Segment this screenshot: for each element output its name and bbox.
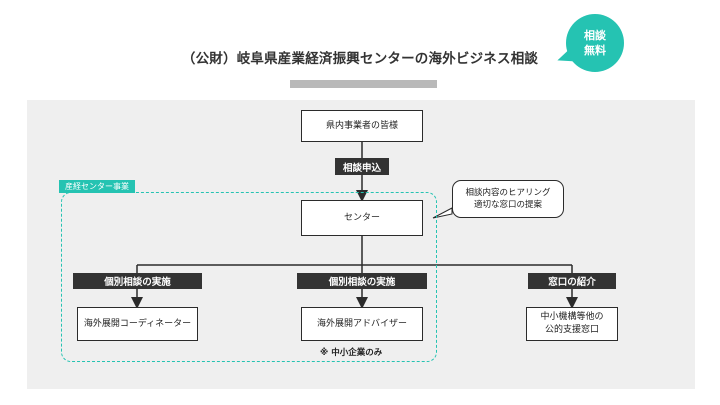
branch3-box-line2: 公的支援窓口 [544,325,599,335]
center-box: センター [301,200,423,236]
badge-line1: 相談 [584,29,606,42]
section-tag: 産経センター事業 [59,180,135,193]
request-label-text: 相談申込 [342,162,381,174]
branch3-label-text: 窓口の紹介 [548,277,596,288]
page-title: （公財）岐阜県産業経済振興センターの海外ビジネス相談 [181,51,539,67]
title-underline [290,80,437,88]
sme-only-note: ※ 中小企業のみ [320,348,383,358]
branch1-label-text: 個別相談の実施 [104,277,171,288]
businesses-box: 県内事業者の皆様 [301,110,423,142]
branch3-box-line1: 中小機構等他の [540,312,604,322]
center-project-boundary [61,192,437,362]
badge-line2: 無料 [584,44,606,57]
branch3-label: 窓口の紹介 [528,273,616,289]
branch3-box: 中小機構等他の 公的支援窓口 [526,307,618,341]
branch2-box-text: 海外展開アドバイザー [316,318,407,329]
request-label: 相談申込 [335,158,389,175]
branch2-label-text: 個別相談の実施 [328,277,396,288]
businesses-label: 県内事業者の皆様 [325,120,398,131]
callout-line1: 相談内容のヒアリング [465,188,551,198]
free-consultation-badge: 相談 無料 [566,14,624,72]
branch1-box-text: 海外展開コーディネーター [83,318,192,329]
callout-line2: 適切な窓口の提案 [473,200,542,210]
branch1-box: 海外展開コーディネーター [77,307,198,341]
branch2-label: 個別相談の実施 [297,273,427,289]
branch1-label: 個別相談の実施 [73,273,202,289]
branch2-box: 海外展開アドバイザー [301,307,423,341]
center-label: センター [343,212,380,223]
callout-bubble: 相談内容のヒアリング 適切な窓口の提案 [452,180,564,218]
